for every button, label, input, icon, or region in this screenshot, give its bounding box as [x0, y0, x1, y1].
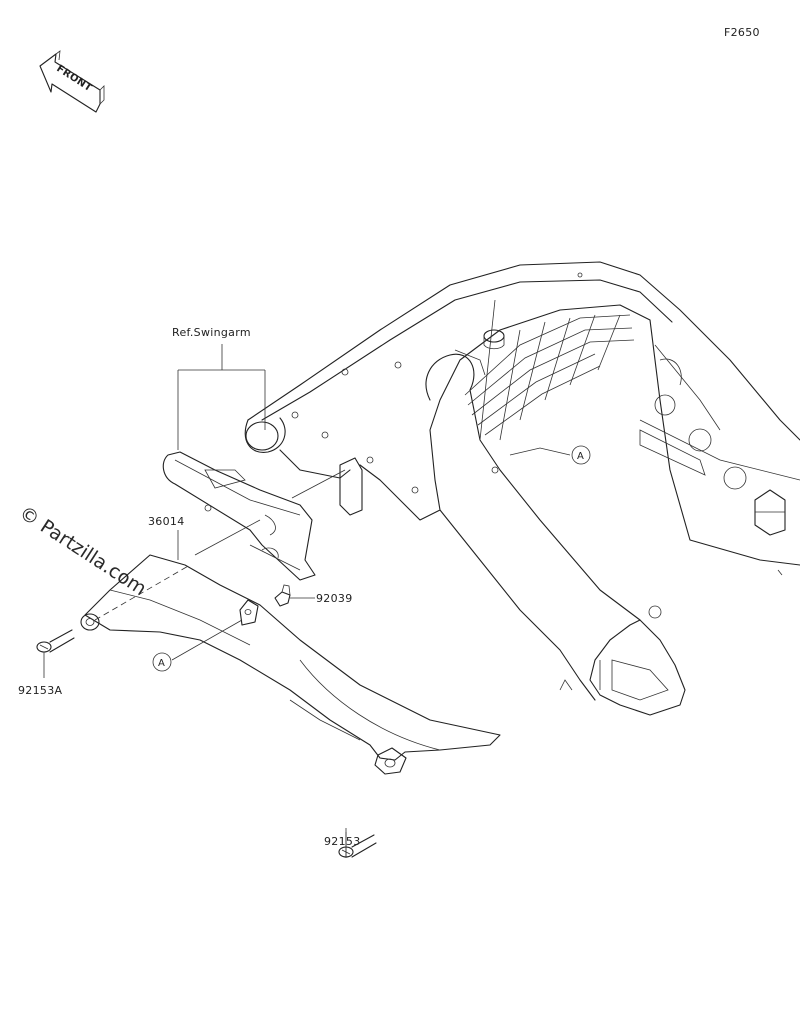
leader-line [291, 469, 346, 499]
part-number-92153: 92153 [324, 835, 361, 848]
callout-a-guard: A [152, 619, 243, 672]
clip-92039 [274, 584, 291, 607]
front-arrow-icon: FRONT [39, 50, 105, 113]
callout-a-swingarm: A [509, 445, 591, 465]
part-number-92039: 92039 [316, 592, 353, 605]
watermark: © Partzilla.com [15, 502, 150, 600]
mesh-pattern [464, 299, 635, 441]
part-number-36014: 36014 [148, 515, 185, 528]
chain-guard-inner [162, 451, 316, 581]
callout-letter: A [577, 451, 584, 462]
leader-line [194, 519, 261, 556]
reference-label: Ref.Swingarm [172, 326, 251, 339]
reference-bracket [177, 344, 266, 450]
bolt-92153a [36, 629, 75, 653]
callout-letter: A [158, 658, 165, 669]
swingarm-drawing [244, 261, 800, 716]
figure-code: F2650 [724, 26, 760, 39]
chain-guard-main [80, 554, 501, 775]
part-number-92153a: 92153A [18, 684, 62, 697]
